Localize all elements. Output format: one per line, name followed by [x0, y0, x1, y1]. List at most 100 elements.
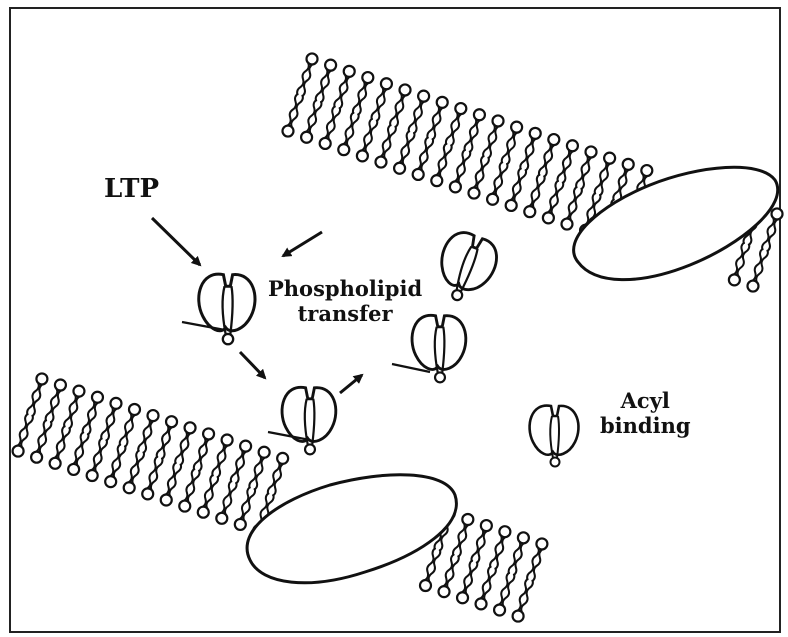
acyl-label-line2: binding: [600, 413, 691, 438]
lipid-tail: [539, 144, 551, 176]
lipid-head: [320, 138, 331, 149]
lipid-head: [185, 422, 196, 433]
lipid-tail: [459, 151, 471, 183]
lipid-head: [344, 66, 355, 77]
lipid-tail: [558, 150, 570, 182]
lipid-head: [235, 519, 246, 530]
lipid-head: [362, 72, 373, 83]
lipid-tail: [249, 456, 261, 488]
lipid-tail: [95, 439, 107, 471]
lipid-head: [222, 435, 233, 446]
lipid-head: [142, 488, 153, 499]
lipid-tail: [496, 163, 508, 195]
lipid-tail: [552, 182, 564, 214]
lipid-head: [124, 482, 135, 493]
lipid-head: [307, 53, 318, 64]
lipid-tail: [440, 144, 452, 176]
lipid-head: [110, 398, 121, 409]
lipid-tail: [472, 530, 484, 562]
lipid-head: [73, 386, 84, 397]
lipid-head: [530, 128, 541, 139]
lower-membrane-bilayer: [13, 373, 548, 621]
lipid-tail: [316, 69, 328, 101]
lipid-tail: [403, 132, 415, 164]
lipid-tail: [429, 549, 441, 581]
lipid-tail: [58, 427, 70, 459]
lipid-head: [36, 373, 47, 384]
lipid-tail: [427, 106, 439, 138]
lipid-head: [561, 219, 572, 230]
lipid-tail: [132, 451, 144, 483]
up-arrow: [340, 375, 362, 393]
lipid-tail: [447, 555, 459, 587]
lipid-tail: [483, 125, 495, 157]
ltp-label: LTP: [104, 174, 159, 205]
lipid-head: [462, 514, 473, 525]
lipid-tail: [194, 438, 206, 470]
lipid-tail: [570, 188, 582, 220]
lipid-head: [450, 181, 461, 192]
lipid-tail: [334, 75, 346, 107]
acyl-label-line1: Acyl: [600, 388, 691, 413]
lipid-tail: [514, 169, 526, 201]
lipid-tail: [347, 113, 359, 145]
lipid-tail: [372, 88, 384, 120]
lipid-head: [203, 428, 214, 439]
lipid-tail: [384, 126, 396, 158]
lipid-tail: [244, 488, 256, 520]
lipid-head: [506, 200, 517, 211]
ltp-proteins: [182, 227, 578, 466]
lipid-tail: [477, 157, 489, 189]
lipid-head: [511, 122, 522, 133]
lipid-tail: [157, 426, 169, 458]
lipid-tail: [484, 568, 496, 600]
lipid-head: [105, 476, 116, 487]
ltp-protein: [199, 274, 255, 344]
lipid-head: [641, 165, 652, 176]
phospholipid-transfer-label: Phospholipid transfer: [268, 276, 422, 326]
lipid-head: [524, 206, 535, 217]
lipid-tail: [169, 464, 181, 496]
lower-membrane-protein: [247, 475, 456, 583]
lipid-head: [518, 532, 529, 543]
lipid-tail: [151, 458, 163, 490]
lipid-head: [493, 115, 504, 126]
lipid-head: [623, 159, 634, 170]
ltp-protein: [429, 227, 502, 308]
lipid-tail: [502, 131, 514, 163]
lipid-head: [166, 416, 177, 427]
acyl-binding-label: Acyl binding: [600, 388, 691, 438]
lipid-head: [772, 208, 783, 219]
lipid-head: [400, 84, 411, 95]
lipid-tail: [138, 420, 150, 452]
lipid-tail: [212, 444, 224, 476]
lipid-head: [259, 447, 270, 458]
lipid-tail: [46, 389, 58, 421]
lipid-tail: [453, 524, 465, 556]
lipid-head: [747, 281, 758, 292]
lipid-tail: [114, 445, 126, 477]
upper-membrane-protein: [574, 167, 778, 279]
lipid-head: [338, 144, 349, 155]
lipid-tail: [21, 415, 33, 447]
lipid-tail: [27, 383, 39, 415]
lipid-head: [543, 212, 554, 223]
lipid-head: [437, 97, 448, 108]
lipid-head: [87, 470, 98, 481]
lipid-tail: [366, 120, 378, 152]
lipid-head: [375, 157, 386, 168]
lipid-tail: [64, 395, 76, 427]
lipid-tail: [490, 536, 502, 568]
lipid-head: [31, 452, 42, 463]
lipid-tail: [503, 574, 515, 606]
lipid-head: [394, 163, 405, 174]
lipid-tail: [446, 113, 458, 145]
lipid-head: [240, 441, 251, 452]
lipid-head: [13, 446, 24, 457]
lipid-head: [50, 458, 61, 469]
phospholipid-label-line2: transfer: [268, 301, 422, 326]
lipid-head: [198, 507, 209, 518]
lipid-tail: [268, 462, 280, 494]
incoming-arrow: [283, 232, 322, 256]
